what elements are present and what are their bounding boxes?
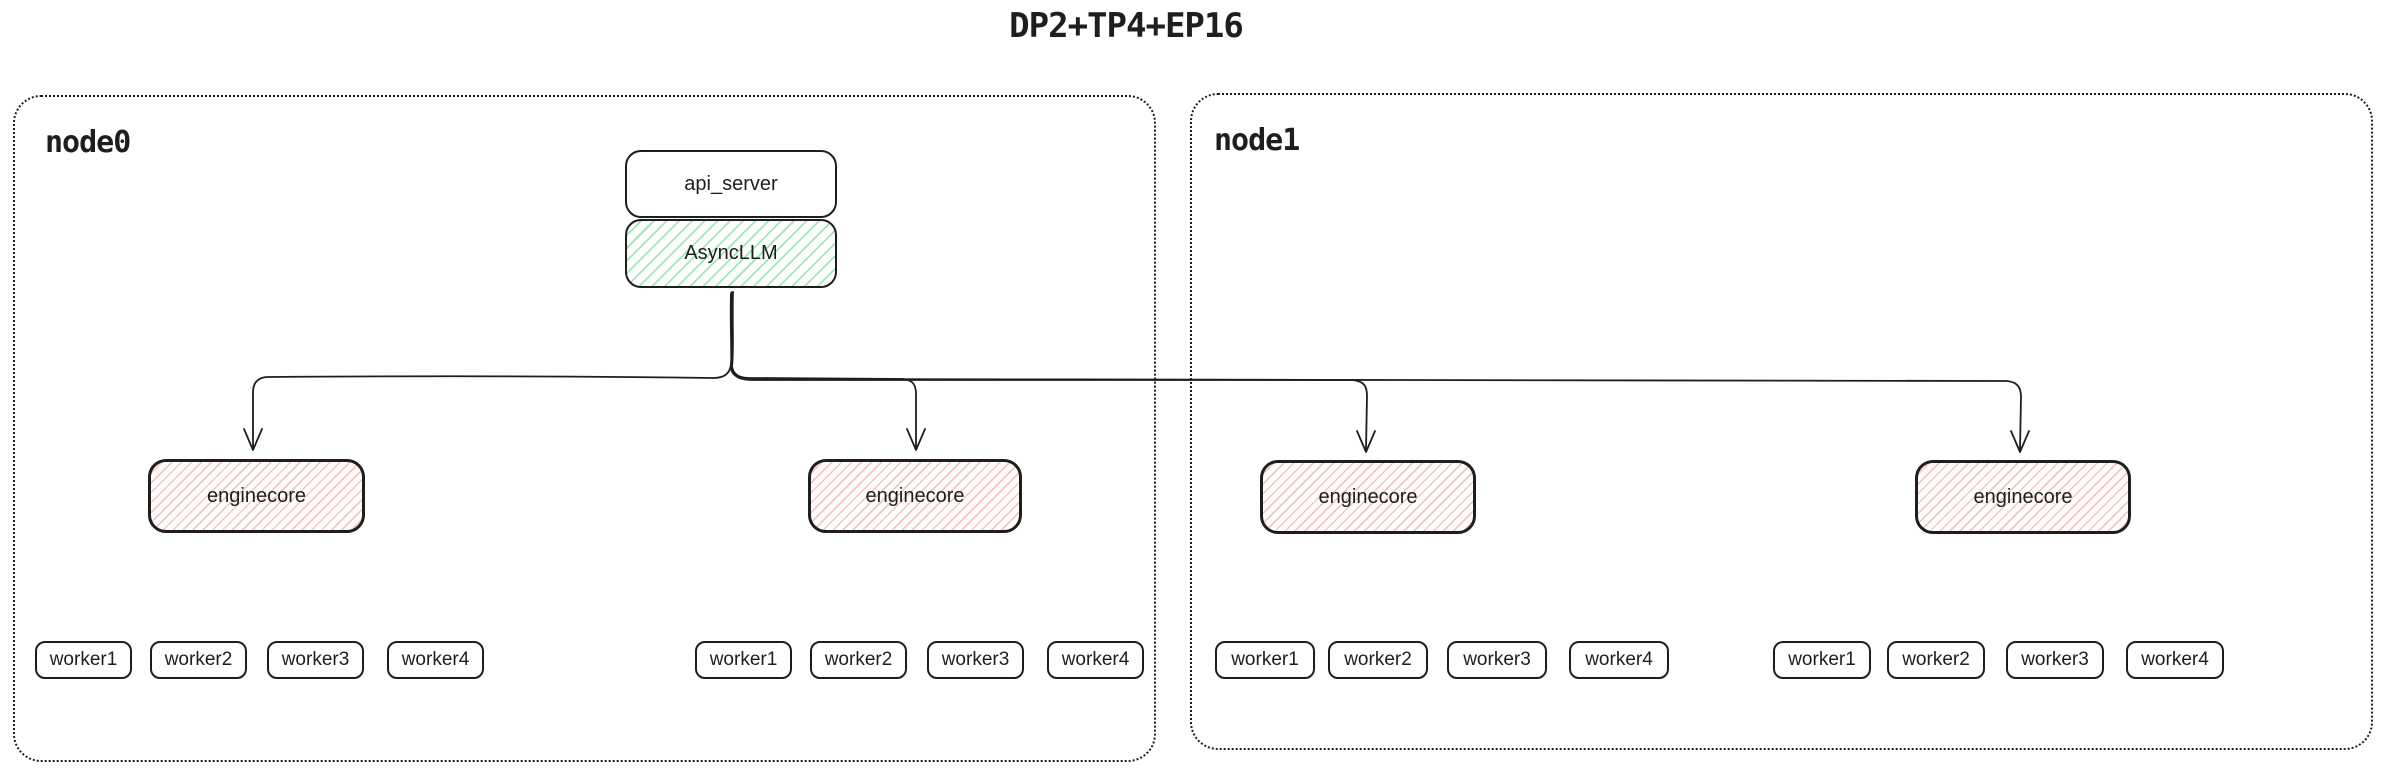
arrow-shaft — [252, 291, 733, 448]
worker-box: worker4 — [1047, 641, 1144, 679]
enginecore-box-1: enginecore — [148, 459, 365, 533]
arrow-head — [906, 428, 926, 451]
worker-label: worker2 — [1344, 649, 1412, 670]
worker-label: worker1 — [1788, 649, 1856, 670]
worker-label: worker4 — [2141, 649, 2209, 670]
worker-label: worker4 — [1585, 649, 1653, 670]
worker-box: worker4 — [387, 641, 484, 679]
worker-box: worker3 — [927, 641, 1024, 679]
arrow-to-enginecore-3 — [729, 292, 1376, 453]
node0-label: node0 — [45, 125, 131, 160]
arrow-shaft — [731, 291, 917, 448]
enginecore-box-3: enginecore — [1260, 460, 1476, 534]
worker-box: worker3 — [2006, 641, 2104, 679]
worker-box: worker2 — [1328, 641, 1428, 679]
diagram-title: DP2+TP4+EP16 — [1009, 6, 1244, 46]
node1-label: node1 — [1214, 123, 1300, 158]
worker-label: worker3 — [2021, 649, 2089, 670]
worker-label: worker2 — [824, 649, 893, 670]
arrow-to-enginecore-2 — [731, 291, 926, 451]
worker-box: worker1 — [1215, 641, 1315, 679]
enginecore-box-4: enginecore — [1915, 460, 2131, 534]
worker-box: worker2 — [1887, 641, 1985, 679]
worker-box: worker3 — [267, 641, 364, 679]
api-server-label: api_server — [684, 172, 778, 195]
worker-label: worker4 — [1061, 649, 1130, 670]
enginecore-label: enginecore — [207, 484, 306, 507]
worker-box: worker4 — [2126, 641, 2224, 679]
arrow-shaft — [729, 292, 1368, 450]
arrow-shaft — [730, 292, 2022, 450]
worker-box: worker2 — [150, 641, 247, 679]
worker-label: worker3 — [281, 649, 350, 670]
enginecore-label: enginecore — [1973, 485, 2073, 508]
node1-container: node1 — [1190, 93, 2373, 750]
worker-label: worker3 — [941, 649, 1010, 670]
arrow-head — [2010, 430, 2030, 453]
worker-box: worker3 — [1447, 641, 1547, 679]
node0-container: node0 — [13, 95, 1156, 762]
arrow-to-enginecore-1 — [243, 291, 733, 451]
worker-label: worker1 — [709, 649, 778, 670]
asyncllm-box: AsyncLLM — [625, 219, 837, 288]
worker-label: worker1 — [1231, 649, 1299, 670]
worker-label: worker2 — [1902, 649, 1970, 670]
arrow-to-enginecore-4 — [730, 292, 2030, 453]
worker-box: worker1 — [35, 641, 132, 679]
worker-label: worker4 — [401, 649, 470, 670]
arrow-head — [1356, 430, 1376, 453]
worker-box: worker4 — [1569, 641, 1669, 679]
worker-box: worker1 — [1773, 641, 1871, 679]
arrow-head — [243, 428, 263, 451]
worker-label: worker1 — [49, 649, 118, 670]
api-server-box: api_server — [625, 150, 837, 218]
worker-box: worker1 — [695, 641, 792, 679]
worker-box: worker2 — [810, 641, 907, 679]
asyncllm-label: AsyncLLM — [684, 242, 778, 264]
worker-label: worker2 — [164, 649, 233, 670]
enginecore-label: enginecore — [865, 484, 965, 507]
worker-label: worker3 — [1463, 649, 1531, 670]
enginecore-label: enginecore — [1318, 485, 1418, 508]
enginecore-box-2: enginecore — [808, 459, 1022, 533]
